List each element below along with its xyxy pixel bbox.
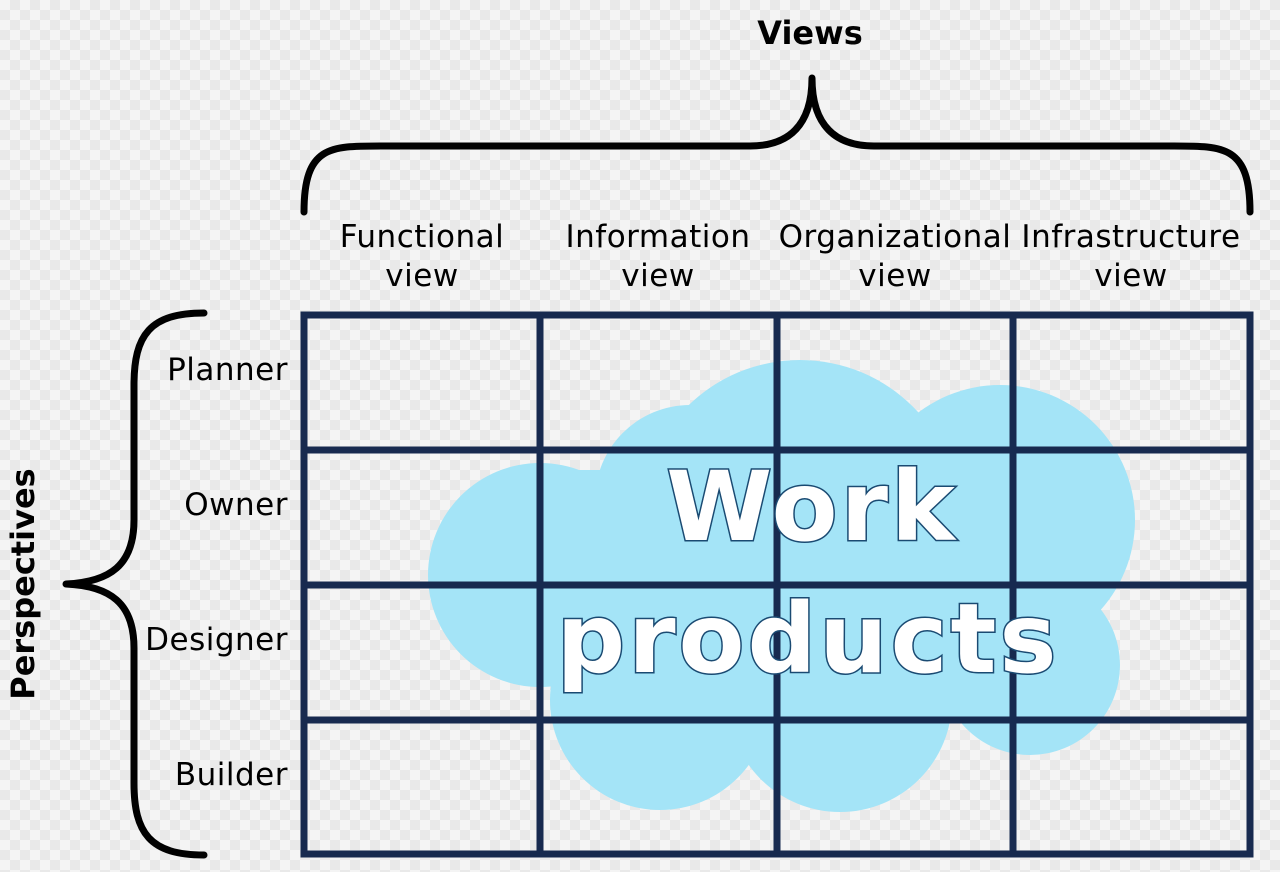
- column-label-line: Organizational: [778, 219, 1012, 255]
- grid: [300, 311, 1254, 858]
- column-label-line: view: [1094, 258, 1168, 294]
- column-label-line: view: [858, 258, 932, 294]
- column-label-functional: Functional view: [302, 218, 542, 296]
- perspectives-brace: [62, 309, 208, 859]
- column-label-organizational: Organizational view: [775, 218, 1015, 296]
- row-label-owner: Owner: [184, 487, 288, 523]
- views-title: Views: [757, 14, 863, 52]
- column-label-infrastructure: Infrastructure view: [1011, 218, 1251, 296]
- row-label-designer: Designer: [145, 622, 288, 658]
- perspectives-title: Perspectives: [4, 468, 42, 700]
- cloud-shape: [428, 360, 1135, 812]
- column-label-line: Functional: [339, 219, 505, 255]
- column-label-line: Information: [565, 219, 751, 255]
- views-brace: [300, 74, 1254, 216]
- column-label-line: view: [385, 258, 459, 294]
- row-label-builder: Builder: [174, 757, 288, 793]
- column-label-line: Infrastructure: [1021, 219, 1241, 255]
- column-label-information: Information view: [538, 218, 778, 296]
- work-products-line2: products: [556, 583, 1059, 695]
- work-products-line1: Work: [666, 451, 958, 563]
- column-label-line: view: [621, 258, 695, 294]
- row-label-planner: Planner: [167, 352, 288, 388]
